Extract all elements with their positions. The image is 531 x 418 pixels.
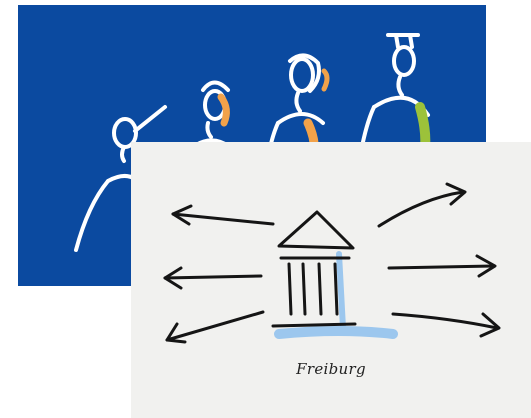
freiburg-sketch-card: Freiburg (131, 142, 531, 418)
caption-freiburg: Freiburg (131, 360, 531, 378)
